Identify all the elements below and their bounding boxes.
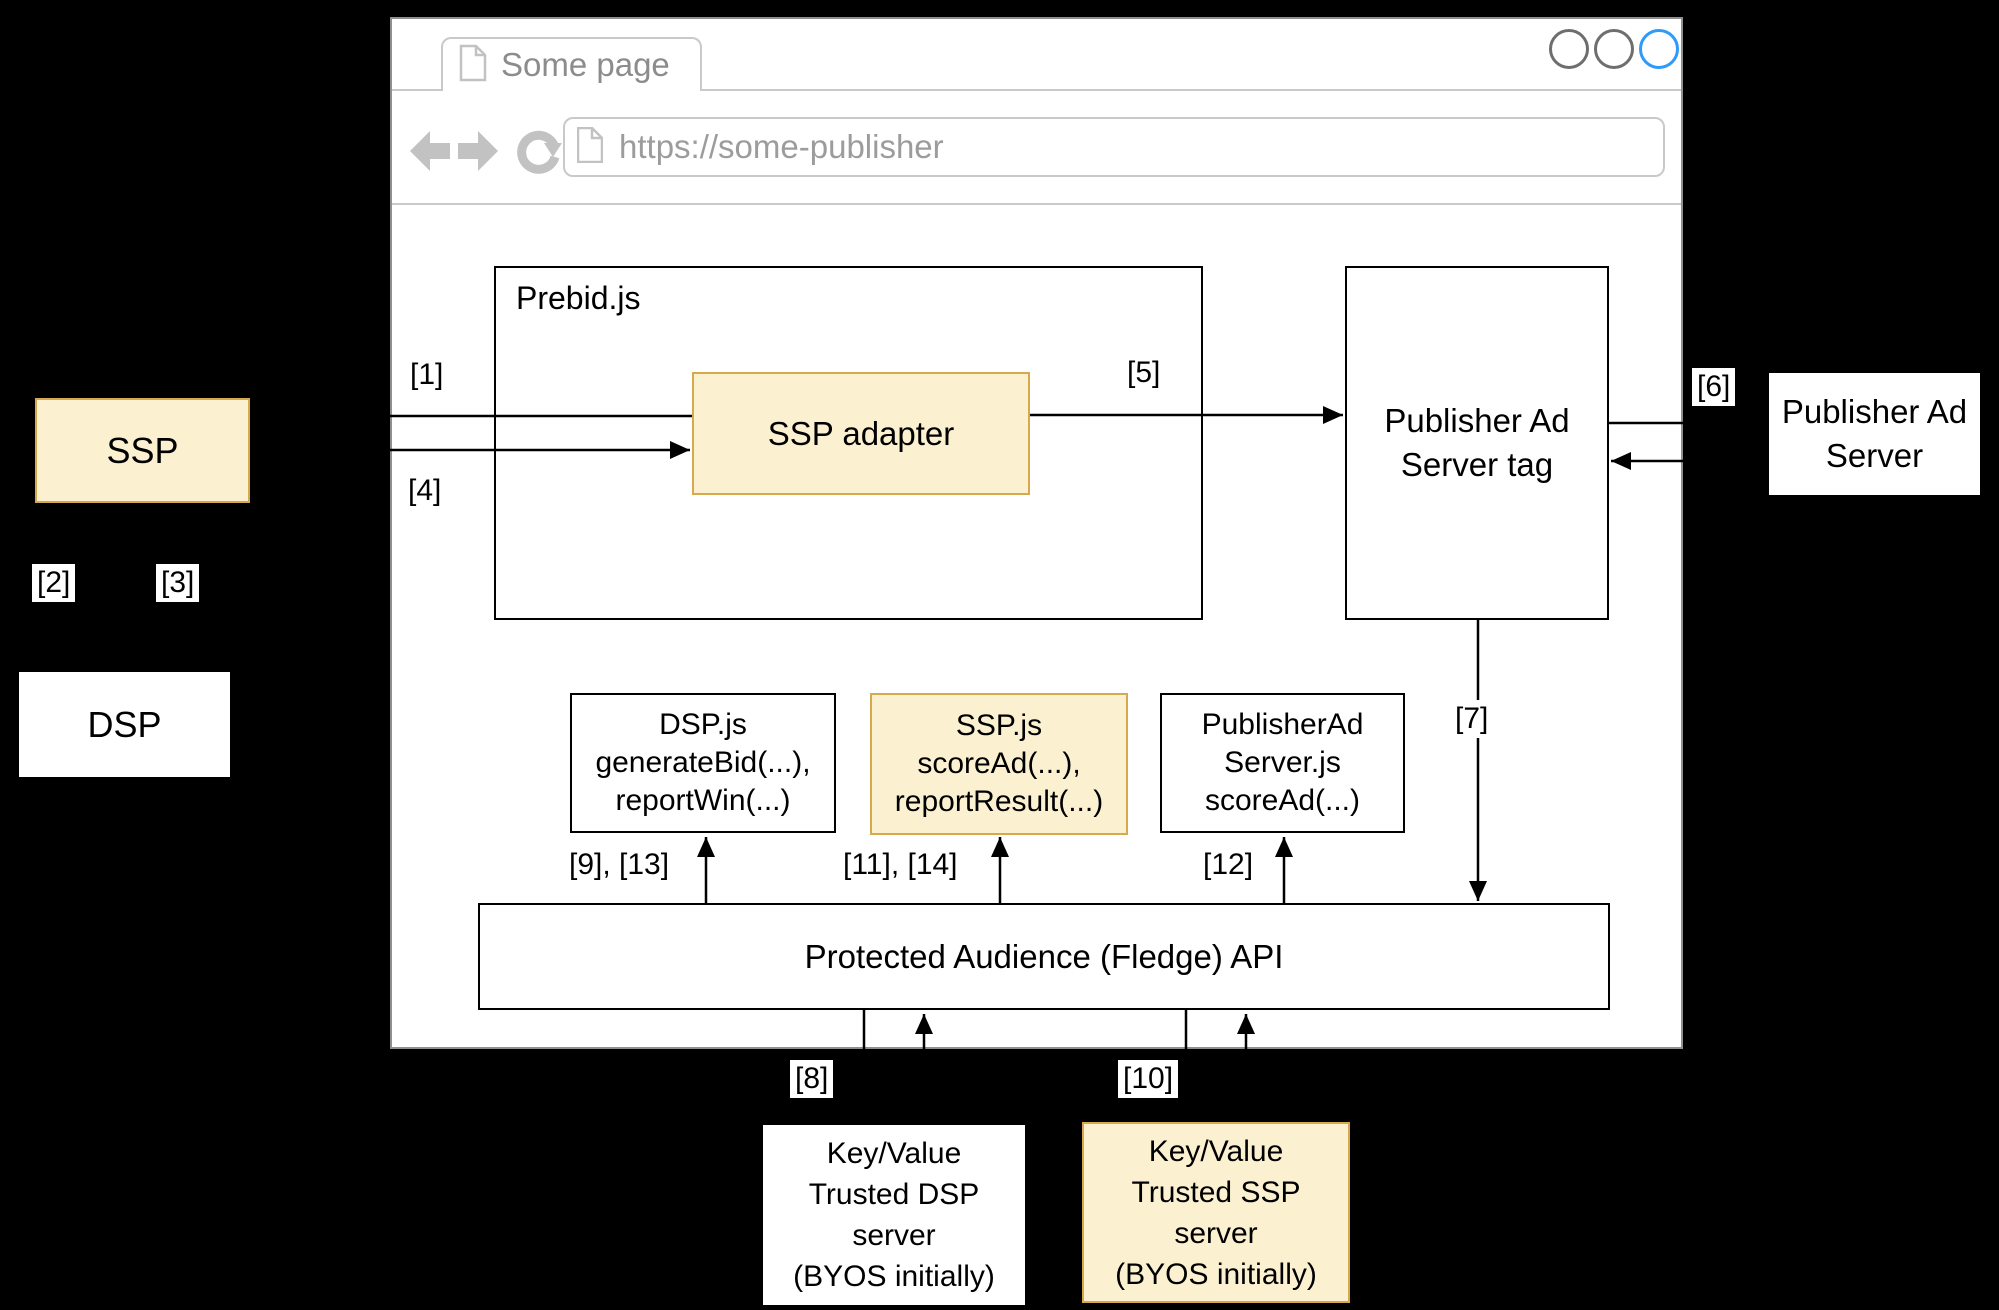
kv-dsp-line: server: [852, 1219, 936, 1252]
url-bar[interactable]: https://some-publisher: [563, 117, 1665, 177]
back-icon[interactable]: [408, 129, 450, 178]
step-label-2: [2]: [32, 564, 76, 602]
tab-title: Some page: [501, 46, 670, 83]
ssp-adapter-node: SSP adapter: [692, 372, 1030, 495]
reload-icon[interactable]: [514, 127, 562, 180]
server-label-line: Server: [1825, 437, 1924, 474]
step-label-10: [10]: [1118, 1060, 1179, 1098]
kv-ssp-line: Trusted SSP: [1131, 1175, 1301, 1209]
step-label-5: [5]: [1122, 354, 1166, 392]
tab-row-divider: [392, 89, 1681, 91]
kv-dsp-line: Key/Value: [826, 1137, 962, 1170]
ssp-js-line: scoreAd(...),: [917, 747, 1081, 780]
kv-dsp-line: Trusted DSP: [808, 1178, 980, 1211]
window-control-active-icon[interactable]: [1639, 29, 1679, 69]
publisher-ad-server-node: Publisher Ad Server: [1769, 373, 1980, 495]
ssp-node: SSP: [35, 398, 250, 503]
kv-ssp-line: (BYOS initially): [1115, 1257, 1317, 1291]
forward-icon[interactable]: [458, 129, 500, 178]
step-label-12: [12]: [1198, 846, 1259, 884]
step-label-4: [4]: [403, 472, 447, 510]
step-label-6: [6]: [1692, 368, 1736, 406]
ssp-js-line: reportResult(...): [894, 785, 1104, 818]
tag-label-line: Publisher Ad: [1384, 402, 1570, 439]
step-label-7: [7]: [1450, 700, 1494, 738]
step-label-8: [8]: [790, 1060, 834, 1098]
kv-ssp-line: Key/Value: [1148, 1134, 1284, 1168]
protected-audience-api-node: Protected Audience (Fledge) API: [478, 903, 1610, 1010]
dsp-js-node: DSP.js generateBid(...), reportWin(...): [570, 693, 836, 833]
ssp-node-label: SSP: [106, 429, 179, 471]
ssp-js-line: SSP.js: [955, 709, 1043, 742]
toolbar-divider: [392, 203, 1681, 205]
window-control-icon[interactable]: [1549, 29, 1589, 69]
kv-trusted-ssp-server-node: Key/Value Trusted SSP server (BYOS initi…: [1082, 1122, 1350, 1303]
kv-trusted-dsp-server-node: Key/Value Trusted DSP server (BYOS initi…: [763, 1125, 1025, 1305]
step-label-9-13: [9], [13]: [564, 846, 675, 884]
dsp-node: DSP: [19, 672, 230, 777]
step-label-1: [1]: [405, 356, 449, 394]
page-file-icon: [576, 126, 604, 168]
dsp-js-line: DSP.js: [659, 708, 747, 741]
prebid-label: Prebid.js: [516, 280, 641, 316]
pas-js-line: PublisherAd: [1201, 708, 1364, 741]
kv-ssp-line: server: [1174, 1216, 1258, 1250]
ssp-js-node: SSP.js scoreAd(...), reportResult(...): [870, 693, 1128, 835]
url-text: https://some-publisher: [619, 128, 944, 165]
pas-js-line: Server.js: [1224, 746, 1341, 779]
ssp-adapter-label: SSP adapter: [767, 414, 955, 452]
dsp-js-line: generateBid(...),: [595, 746, 811, 779]
window-control-icon[interactable]: [1594, 29, 1634, 69]
publisher-ad-server-tag-node: Publisher Ad Server tag: [1345, 266, 1609, 620]
fledge-api-label: Protected Audience (Fledge) API: [804, 937, 1284, 975]
pas-js-line: scoreAd(...): [1204, 784, 1361, 817]
dsp-js-line: reportWin(...): [615, 784, 791, 817]
tag-label-line: Server tag: [1400, 446, 1554, 483]
kv-dsp-line: (BYOS initially): [793, 1260, 995, 1293]
step-label-11-14: [11], [14]: [838, 846, 963, 884]
page-file-icon: [459, 44, 487, 87]
browser-tab[interactable]: Some page: [441, 37, 702, 91]
server-label-line: Publisher Ad: [1781, 393, 1968, 430]
publisher-ad-server-js-node: PublisherAd Server.js scoreAd(...): [1160, 693, 1405, 833]
step-label-3: [3]: [156, 564, 200, 602]
dsp-node-label: DSP: [87, 703, 162, 745]
